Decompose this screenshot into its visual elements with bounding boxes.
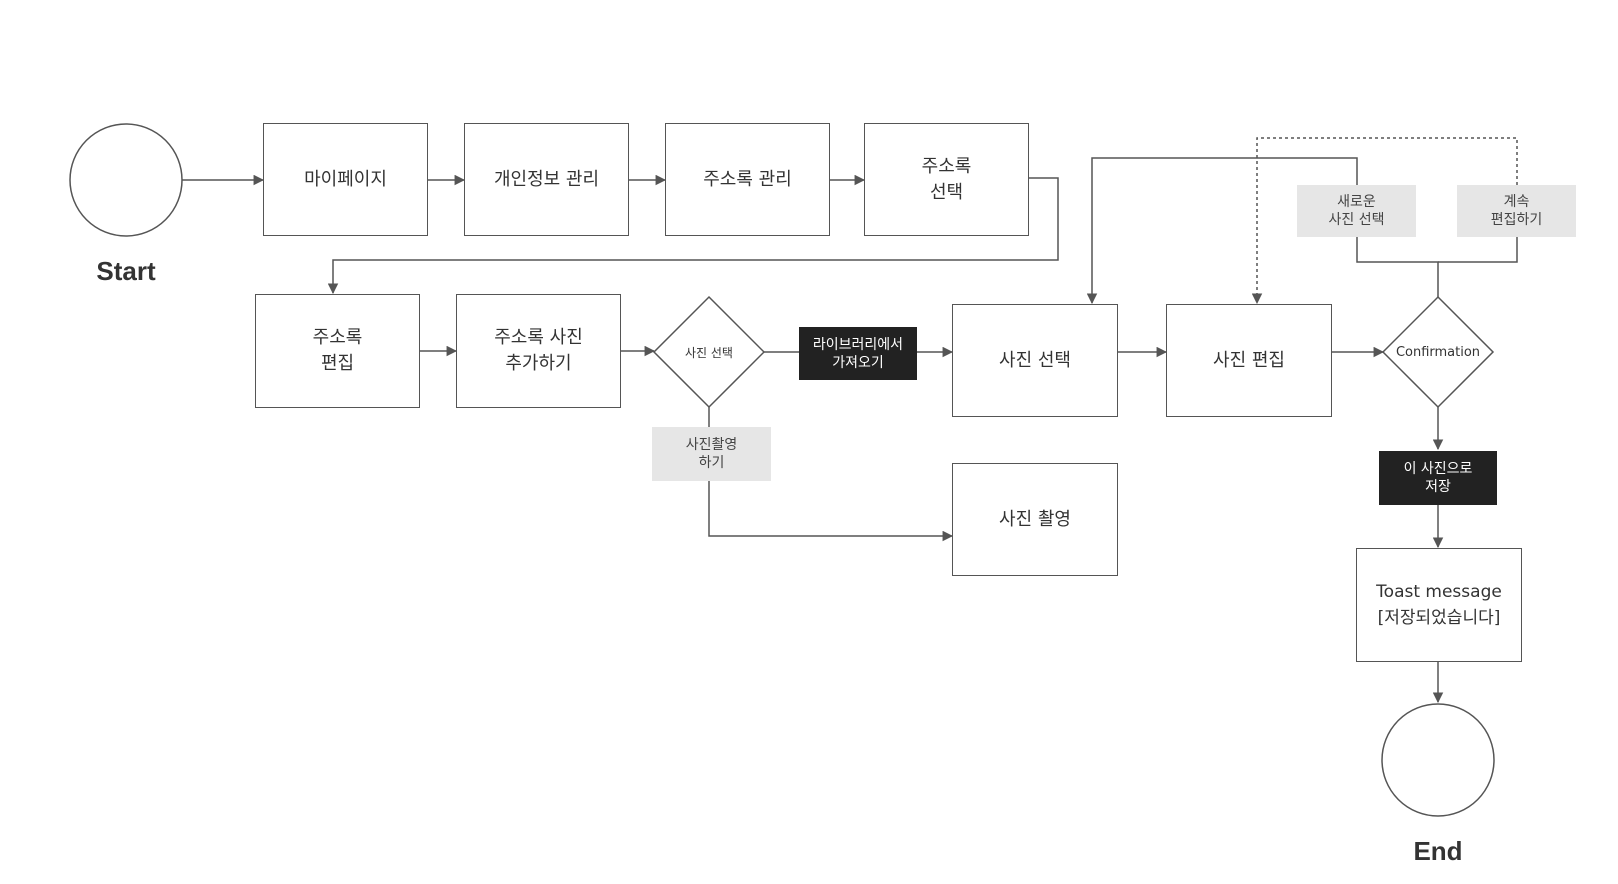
take-photo-tag: 사진촬영 하기 — [652, 427, 771, 481]
photo-choice-label: 사진 선택 — [685, 345, 733, 360]
start-terminal — [69, 123, 183, 237]
keep-editing-to-photoedit-arrow — [1251, 137, 1518, 305]
photo-shoot-box: 사진 촬영 — [952, 463, 1118, 576]
add-photo-box: 주소록 사진 추가하기 — [456, 294, 621, 408]
keep-editing-tag: 계속 편집하기 — [1457, 185, 1576, 237]
toast-message-box: Toast message [저장되었습니다] — [1356, 548, 1522, 662]
address-edit-box: 주소록 편집 — [255, 294, 420, 408]
end-terminal — [1381, 703, 1495, 817]
address-select-box: 주소록 선택 — [864, 123, 1029, 236]
privacy-manage-box: 개인정보 관리 — [464, 123, 629, 236]
takephoto-to-shoot-arrow — [708, 481, 954, 542]
photo-edit-box: 사진 편집 — [1166, 304, 1332, 417]
select-to-edit-arrow — [327, 177, 1059, 295]
photo-select-box: 사진 선택 — [952, 304, 1118, 417]
mypage-box: 마이페이지 — [263, 123, 428, 236]
address-manage-box: 주소록 관리 — [665, 123, 830, 236]
from-library-tag: 라이브러리에서 가져오기 — [799, 327, 917, 380]
new-photo-tag: 새로운 사진 선택 — [1297, 185, 1416, 237]
new-photo-to-photoselect-arrow — [1086, 157, 1358, 305]
start-label: Start — [96, 256, 156, 286]
save-photo-tag: 이 사진으로 저장 — [1379, 451, 1497, 505]
confirmation-loop-line — [1356, 237, 1439, 297]
confirmation-label: Confirmation — [1395, 344, 1481, 360]
confirmation-loop-line-right — [1438, 237, 1518, 263]
end-label: End — [1413, 836, 1463, 866]
